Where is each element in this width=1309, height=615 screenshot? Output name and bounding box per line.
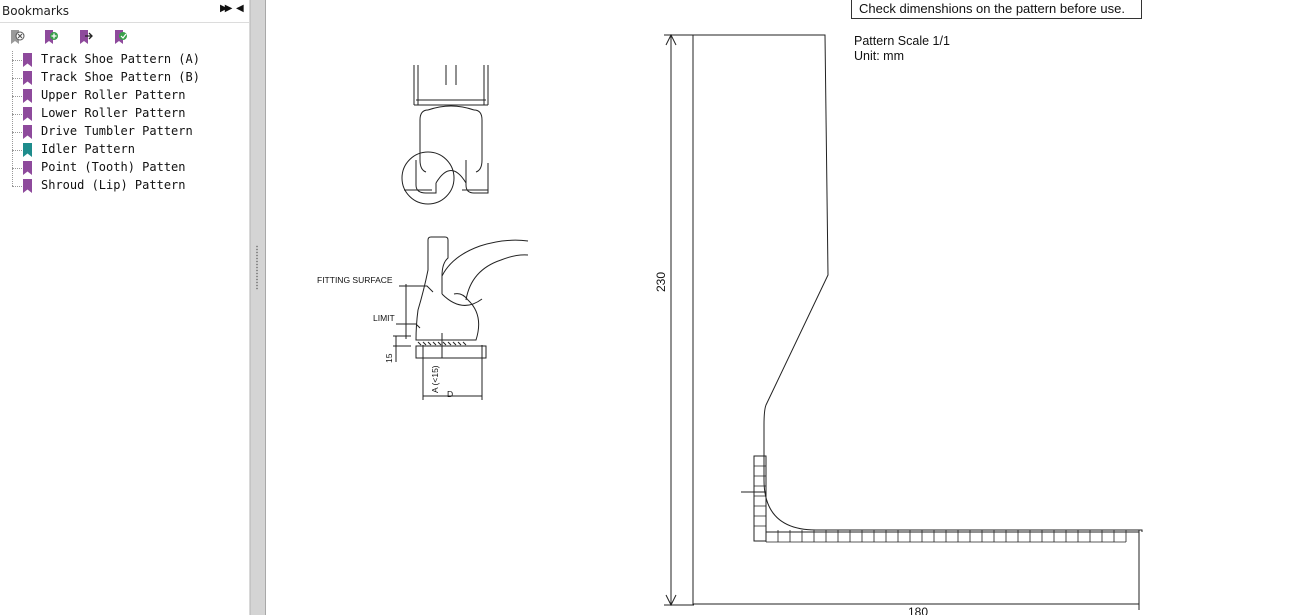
bookmark-label: Track Shoe Pattern (B)	[41, 70, 200, 84]
bookmark-icon	[23, 179, 32, 193]
bookmark-label: Track Shoe Pattern (A)	[41, 52, 200, 66]
bookmark-label: Point (Tooth) Patten	[41, 160, 186, 174]
grid-cells	[754, 465, 1127, 543]
label-fitting-surface: FITTING SURFACE	[317, 275, 393, 285]
double-chevron-right-icon[interactable]: ▶▶	[220, 3, 233, 14]
pattern-drawing: FITTING SURFACE LIMIT 15 A (<15) D 230 1…	[317, 33, 1143, 615]
delete-bookmark-icon[interactable]	[8, 28, 26, 46]
scale-info: Pattern Scale 1/1 Unit: mm	[854, 34, 950, 64]
tree-branch	[12, 168, 22, 169]
bookmark-item[interactable]: Track Shoe Pattern (B)	[0, 69, 249, 87]
bookmark-item[interactable]: Shroud (Lip) Pattern	[0, 177, 249, 195]
label-limit: LIMIT	[373, 313, 395, 323]
bookmark-item[interactable]: Point (Tooth) Patten	[0, 159, 249, 177]
bookmark-icon	[23, 161, 32, 175]
triangle-left-icon[interactable]: ◀	[236, 3, 244, 14]
label-dim-180: 180	[908, 605, 928, 615]
bookmark-icon	[23, 89, 32, 103]
tree-branch	[12, 60, 22, 61]
fitting-surface-sketch	[393, 236, 529, 400]
tree-branch	[12, 96, 22, 97]
document-viewer[interactable]: FITTING SURFACE LIMIT 15 A (<15) D 230 1…	[266, 0, 1309, 615]
bookmark-label: Shroud (Lip) Pattern	[41, 178, 186, 192]
bookmark-label: Idler Pattern	[41, 142, 135, 156]
label-dim-15: 15	[384, 353, 394, 363]
tree-branch	[12, 78, 22, 79]
bookmark-item[interactable]: Idler Pattern	[0, 141, 249, 159]
new-bookmark-icon[interactable]	[42, 28, 60, 46]
bookmark-icon	[23, 53, 32, 67]
roller-section-sketch	[401, 65, 489, 205]
bookmark-item[interactable]: Track Shoe Pattern (A)	[0, 51, 249, 69]
bookmark-item[interactable]: Upper Roller Pattern	[0, 87, 249, 105]
find-bookmark-icon[interactable]	[112, 28, 130, 46]
bookmark-item[interactable]: Drive Tumbler Pattern	[0, 123, 249, 141]
panel-splitter[interactable]	[250, 0, 266, 615]
bookmark-icon	[23, 107, 32, 121]
expand-bookmark-icon[interactable]	[77, 28, 95, 46]
label-dim-230: 230	[654, 272, 668, 292]
bookmark-label: Upper Roller Pattern	[41, 88, 186, 102]
tree-branch	[12, 186, 22, 187]
unit-label: Unit: mm	[854, 49, 904, 63]
scale-label: Pattern Scale 1/1	[854, 34, 950, 48]
bookmarks-header: Bookmarks ▶▶ ◀	[0, 0, 249, 23]
label-dim-a: A (<15)	[430, 365, 440, 393]
tree-branch	[12, 114, 22, 115]
bookmark-icon	[23, 125, 32, 139]
label-dim-d: D	[447, 389, 453, 399]
bookmark-item[interactable]: Lower Roller Pattern	[0, 105, 249, 123]
bookmarks-panel: Bookmarks ▶▶ ◀ Track Shoe Pattern (A) Tr…	[0, 0, 250, 615]
tree-guide-line	[12, 51, 13, 186]
splitter-grip[interactable]	[255, 245, 259, 290]
tree-branch	[12, 150, 22, 151]
bookmark-icon	[23, 143, 32, 157]
note-text: Check dimenshions on the pattern before …	[859, 1, 1125, 16]
bookmark-label: Lower Roller Pattern	[41, 106, 186, 120]
bookmark-label: Drive Tumbler Pattern	[41, 124, 193, 138]
bookmarks-title: Bookmarks	[2, 4, 70, 18]
tree-branch	[12, 132, 22, 133]
pattern-outline	[664, 33, 1143, 610]
bookmark-icon	[23, 71, 32, 85]
note-box: Check dimenshions on the pattern before …	[851, 0, 1142, 19]
